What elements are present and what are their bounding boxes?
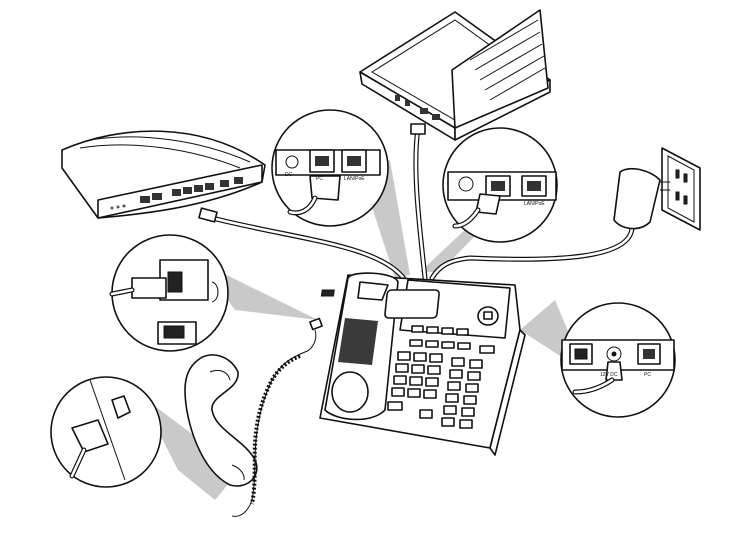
callout-bottom-left — [50, 376, 162, 488]
callout-top-left: DC PC LAN/PoE — [271, 109, 389, 227]
router-icon — [61, 130, 266, 219]
callout-left — [109, 234, 229, 352]
port-label-lan-poe-2: LAN/PoE — [524, 201, 545, 207]
callout-right: 12V DC PC — [560, 302, 676, 418]
cables — [209, 125, 635, 283]
port-label-lan-poe: LAN/PoE — [344, 176, 365, 182]
dial-keypad — [387, 351, 443, 419]
wedge-left — [200, 262, 318, 320]
lan-cable — [209, 215, 408, 283]
function-keys — [409, 339, 495, 354]
callout-top-right: LAN/PoE — [442, 127, 558, 243]
rj45-plug-icon — [410, 123, 426, 135]
wall-outlet-icon — [661, 147, 701, 231]
rj45-plug-icon — [198, 207, 218, 223]
softkeys — [411, 325, 469, 336]
port-label-dc: DC — [285, 172, 293, 178]
speaker-grille — [338, 318, 378, 365]
port-label-12v-dc: 12V DC — [600, 372, 618, 378]
power-adapter-icon — [613, 168, 670, 230]
nav-cluster — [477, 306, 499, 326]
laptop-icon — [359, 9, 551, 141]
port-label-pc-2: PC — [644, 372, 651, 378]
line-keys — [441, 357, 483, 429]
rj11-plug-icon — [309, 317, 323, 331]
port-label-pc: PC — [316, 176, 323, 182]
ip-phone-icon — [319, 272, 526, 456]
coiled-cord-icon — [231, 329, 317, 517]
